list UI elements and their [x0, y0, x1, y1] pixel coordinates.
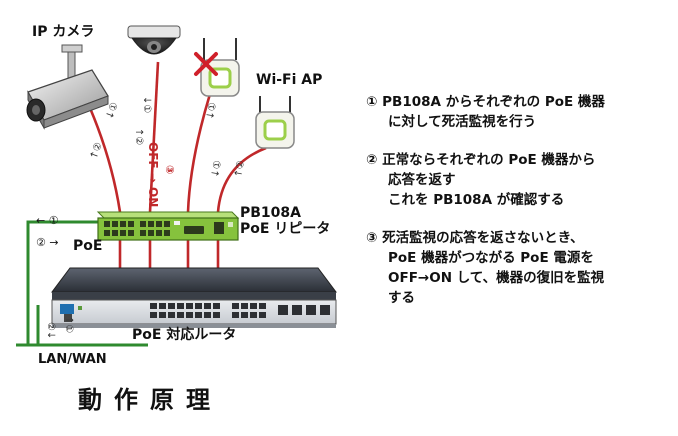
- repeater-power-line: [26, 220, 98, 345]
- step-2-line-1: ② 正常ならそれぞれの PoE 機器から: [366, 152, 596, 168]
- marker-ap2-2: ↑②: [233, 160, 247, 179]
- step-3-cable-marker: ③: [163, 165, 176, 175]
- page-title: 動作原理: [78, 386, 222, 414]
- cable-ap-2: [216, 146, 267, 213]
- step-2-arrow-label: ② →: [36, 236, 59, 249]
- ip-camera-label: IP カメラ: [32, 24, 95, 40]
- repeater-type-label: PoE リピータ: [240, 221, 331, 237]
- marker-uplink-1: ↑①: [63, 316, 74, 333]
- poe-router-label: PoE 対応ルータ: [132, 327, 237, 343]
- marker-uplink-2: ②↓: [45, 322, 56, 339]
- pb108a-repeater-icon: [96, 211, 240, 241]
- step-2-line-3: これを PB108A が確認する: [388, 192, 565, 208]
- poe-router-icon: [51, 267, 337, 328]
- repeater-model-label: PB108A: [240, 205, 301, 221]
- step-2-description: ② 正常ならそれぞれの PoE 機器から 応答を返す これを PB108A が確…: [366, 150, 671, 210]
- cable-ap-1: [186, 93, 212, 213]
- lan-wan-label: LAN/WAN: [38, 352, 107, 367]
- wifi-ap-label: Wi-Fi AP: [256, 72, 323, 88]
- poe-cables: [88, 61, 267, 268]
- wifi-ap-2-icon: [255, 96, 295, 149]
- step-2-line-2: 応答を返す: [388, 172, 456, 188]
- repeater-label: PB108A PoE リピータ: [240, 205, 330, 237]
- poe-label: PoE: [73, 238, 103, 254]
- step-3-description: ③ 死活監視の応答を返さないとき、 PoE 機器がつながる PoE 電源を OF…: [366, 228, 671, 308]
- cable-ip-camera: [88, 107, 122, 213]
- marker-ap2-1: ↓①: [210, 160, 224, 179]
- step-3-line-1: ③ 死活監視の応答を返さないとき、: [366, 230, 584, 246]
- cable-dome-camera: [148, 61, 160, 213]
- step-1-line-2: に対して死活監視を行う: [388, 114, 537, 130]
- off-on-cable-label: OFF → ON: [146, 142, 160, 208]
- dome-camera-icon: [127, 25, 181, 55]
- marker-camera-2: ↑②: [88, 141, 104, 161]
- failure-x-icon: [194, 52, 218, 76]
- marker-dome-1: ↓①: [141, 96, 152, 113]
- ip-camera-icon: [26, 44, 109, 130]
- step-3-line-3: OFF→ON して、機器の復旧を監視: [388, 270, 605, 286]
- marker-ap1-1: ↓①: [205, 102, 219, 121]
- step-1-arrow-label: ← ①: [36, 214, 59, 227]
- step-3-line-4: する: [388, 290, 415, 306]
- step-1-line-1: ① PB108A からそれぞれの PoE 機器: [366, 94, 605, 110]
- step-3-line-2: PoE 機器がつながる PoE 電源を: [388, 250, 594, 266]
- step-1-description: ① PB108A からそれぞれの PoE 機器 に対して死活監視を行う: [366, 92, 671, 132]
- marker-dome-2: ↑②: [133, 128, 144, 145]
